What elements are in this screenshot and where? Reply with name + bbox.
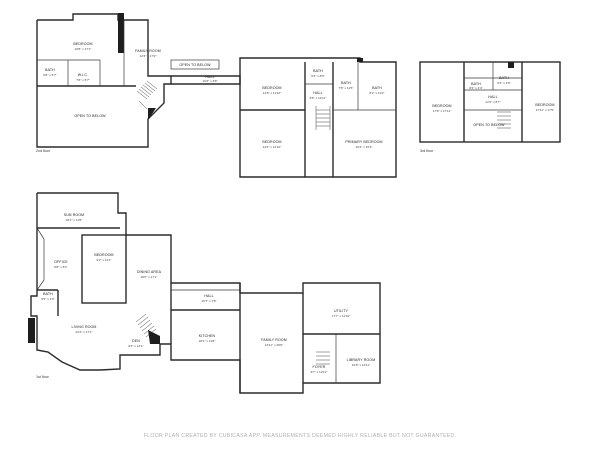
stair-second-right (315, 106, 331, 130)
room-dims: 16'3" x 3'8" (202, 79, 217, 83)
room-dims: 13'2" x 14'10" (263, 145, 282, 149)
room-name: HALL (488, 95, 497, 99)
room-name: FOYER (313, 365, 326, 369)
room-name: DEN (132, 339, 140, 343)
room-dims: 7'8" x 11'5" (338, 86, 353, 90)
room-dims: 10'7" x 7'8" (201, 299, 216, 303)
room-dims: 18'1" x 11'8" (199, 339, 216, 343)
room-dims: 6'6" x 14'11" (310, 96, 327, 100)
room-name: BATH (313, 69, 323, 73)
room-name: DINING AREA (137, 270, 162, 274)
room-name: BATH (43, 292, 53, 296)
room-dims: 18'1" x 11'8" (66, 218, 83, 222)
room-name: BEDROOM (432, 104, 451, 108)
room-dims: 16'8" x 12'11" (352, 363, 370, 367)
room-name: UTILITY (334, 309, 349, 313)
room-dims: 13'11" x 28'0" (265, 343, 283, 347)
floor-label-third: 3rd floor (420, 149, 434, 153)
room-name: W.I.C. (78, 73, 88, 77)
room-name: HALL (313, 91, 322, 95)
room-dims: 12'3" x 17'9" (140, 54, 157, 58)
room-name: OPEN TO BELOW (74, 114, 106, 118)
room-name: FAMILY ROOM (135, 49, 161, 53)
room-dims: 8'4" x 12'1" (128, 344, 143, 348)
room-name: BATH (499, 76, 509, 80)
room-name: FAMILY ROOM (261, 338, 287, 342)
room-dims: 9'2" x 11'1" (96, 258, 111, 262)
room-name: HALL (204, 294, 213, 298)
room-dims: 18'0" x 17'1" (141, 275, 158, 279)
room-name: LIVING ROOM (71, 325, 96, 329)
room-name: PRIMARY BEDROOM (345, 140, 382, 144)
stair-first (135, 313, 157, 338)
room-name: SUN ROOM (64, 213, 85, 217)
room-dims: 5'4" x 8'9" (311, 74, 325, 78)
room-name: BATH (341, 81, 351, 85)
room-dims: 17'7" x 11'10" (332, 314, 350, 318)
room-dims: 10'8" x 17'1" (75, 47, 92, 51)
room-name: BATH (45, 68, 55, 72)
stair-third (497, 111, 511, 129)
room-name: BEDROOM (262, 140, 281, 144)
floor-label-first: 1st floor (36, 375, 50, 379)
room-name: BATH (372, 86, 382, 90)
room-dims: 8'8" x 8'1" (54, 265, 68, 269)
floor-third: 3rd floor (419, 61, 561, 153)
room-dims: 14'5" x 11'10" (263, 91, 281, 95)
room-dims: 6'4" x 4'8" (497, 81, 511, 85)
room-name: BEDROOM (94, 253, 113, 257)
room-dims: 8'2" x 11'0" (369, 91, 384, 95)
room-name: BEDROOM (535, 103, 554, 107)
floor-second: 2nd floor (36, 13, 397, 178)
room-name: OFFICE (54, 260, 68, 264)
room-name: OPEN TO BELOW (179, 63, 211, 67)
room-dims: 22'4" x 17'1" (76, 330, 93, 334)
room-labels: BEDROOM 10'8" x 17'1" FAMILY ROOM 12'3" … (41, 42, 554, 374)
room-dims: 8'4" x 4'4" (469, 86, 483, 90)
room-dims: 12'2" x 8'7" (485, 100, 500, 104)
room-dims: 17'8" x 17'11" (433, 109, 451, 113)
stair-second-left (136, 80, 158, 110)
room-name: LIBRARY ROOM (347, 358, 376, 362)
stair-first-foyer (316, 351, 330, 365)
room-name: BEDROOM (262, 86, 281, 90)
room-dims: 16'4" x 15'3" (356, 145, 373, 149)
footer-disclaimer: FLOOR PLAN CREATED BY CUBICASA APP. MEAS… (144, 433, 457, 439)
room-dims: 6'7" x 12'11" (311, 370, 328, 374)
room-name: BEDROOM (73, 42, 92, 46)
room-dims: 5'5" x 4'0" (41, 297, 55, 301)
room-name: KITCHEN (199, 334, 216, 338)
room-dims: 7'6" x 5'7" (76, 78, 90, 82)
room-name: OPEN TO BELOW (473, 123, 505, 127)
room-name: BATH (471, 82, 481, 86)
floor-first: 1st floor (28, 192, 381, 394)
floor-label-second: 2nd floor (36, 149, 51, 153)
room-dims: 6'8" x 5'7" (43, 73, 57, 77)
room-dims: 17'11" x 17'5" (536, 108, 554, 112)
room-name: HALL (205, 75, 214, 79)
